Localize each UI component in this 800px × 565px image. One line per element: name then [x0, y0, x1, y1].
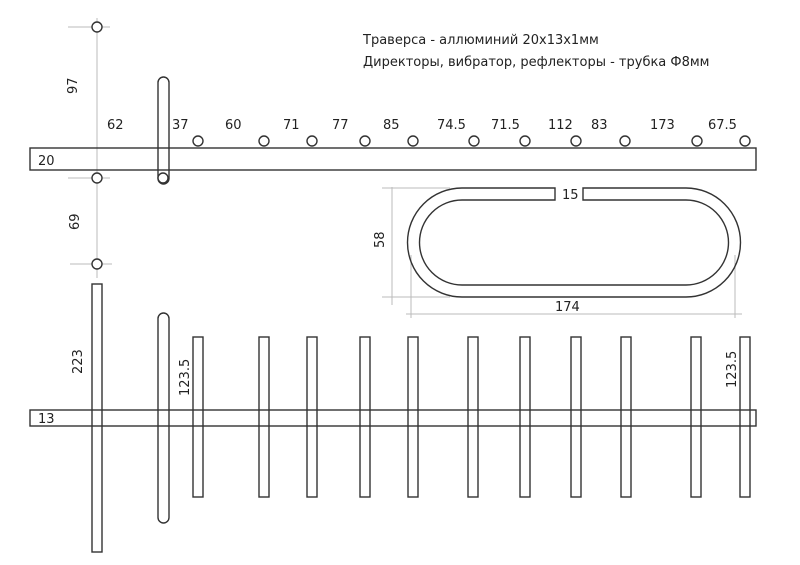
- director: [467, 336, 479, 498]
- director: [620, 336, 632, 498]
- side-view: 13 223 123.5 123.5: [29, 283, 757, 553]
- spacing-label: 85: [383, 118, 400, 133]
- director-circles: [192, 135, 751, 147]
- director-circle: [407, 135, 419, 147]
- spacing-label: 77: [332, 118, 349, 133]
- director-circle: [306, 135, 318, 147]
- director: [570, 336, 582, 498]
- vibrator-circle: [157, 172, 169, 184]
- boom-side: [29, 409, 757, 427]
- spacing-label: 60: [225, 118, 242, 133]
- dim-69: 69: [68, 213, 83, 230]
- reflector: [91, 283, 103, 553]
- reflector-top-circle: [91, 21, 103, 33]
- director: [192, 336, 204, 498]
- director-circle: [619, 135, 631, 147]
- spacing-labels: 62 37 60 71 77 85 74.5 71.5 112 83 173 6…: [107, 118, 737, 133]
- director: [690, 336, 702, 498]
- last-director-length-label: 123.5: [725, 351, 740, 388]
- first-director-length-label: 123.5: [178, 359, 193, 396]
- material-note-boom: Траверса - аллюминий 20x13x1мм: [362, 33, 599, 48]
- top-view: 20 97 69 62 37 60 71 77 85 74.5: [29, 18, 757, 278]
- director-circle: [192, 135, 204, 147]
- height-label: 58: [373, 231, 388, 248]
- director-circle: [258, 135, 270, 147]
- spacing-label: 173: [650, 118, 675, 133]
- spacing-label: 71.5: [491, 118, 520, 133]
- vibrator-top: [157, 76, 170, 185]
- director: [739, 336, 751, 498]
- gap-label: 15: [562, 188, 579, 203]
- spacing-label: 37: [172, 118, 189, 133]
- boom-height-label: 13: [38, 412, 55, 427]
- director-circle: [468, 135, 480, 147]
- spacing-label: 112: [548, 118, 573, 133]
- director-circle: [691, 135, 703, 147]
- reflector-bottom-circle: [91, 258, 103, 270]
- vibrator-side: [157, 312, 170, 524]
- director-circle: [359, 135, 371, 147]
- spacing-label: 71: [283, 118, 300, 133]
- spacing-label: 83: [591, 118, 608, 133]
- director: [306, 336, 318, 498]
- spacing-label: 62: [107, 118, 124, 133]
- director: [407, 336, 419, 498]
- length-label: 174: [555, 300, 580, 315]
- director-circle: [519, 135, 531, 147]
- boom-top: [29, 147, 757, 171]
- director: [258, 336, 270, 498]
- material-note-elements: Директоры, вибратор, рефлекторы - трубка…: [363, 55, 710, 70]
- spacing-label: 67.5: [708, 118, 737, 133]
- reflector-length-label: 223: [71, 349, 86, 374]
- director-circle: [570, 135, 582, 147]
- vibrator-loop-drawing: 15 58 174: [373, 187, 742, 318]
- dim-97: 97: [66, 77, 81, 94]
- director: [519, 336, 531, 498]
- reflector-mid-circle: [91, 172, 103, 184]
- director: [359, 336, 371, 498]
- spacing-label: 74.5: [437, 118, 466, 133]
- director-circle: [739, 135, 751, 147]
- vibrator-loop: [406, 187, 742, 298]
- boom-width-label: 20: [38, 154, 55, 169]
